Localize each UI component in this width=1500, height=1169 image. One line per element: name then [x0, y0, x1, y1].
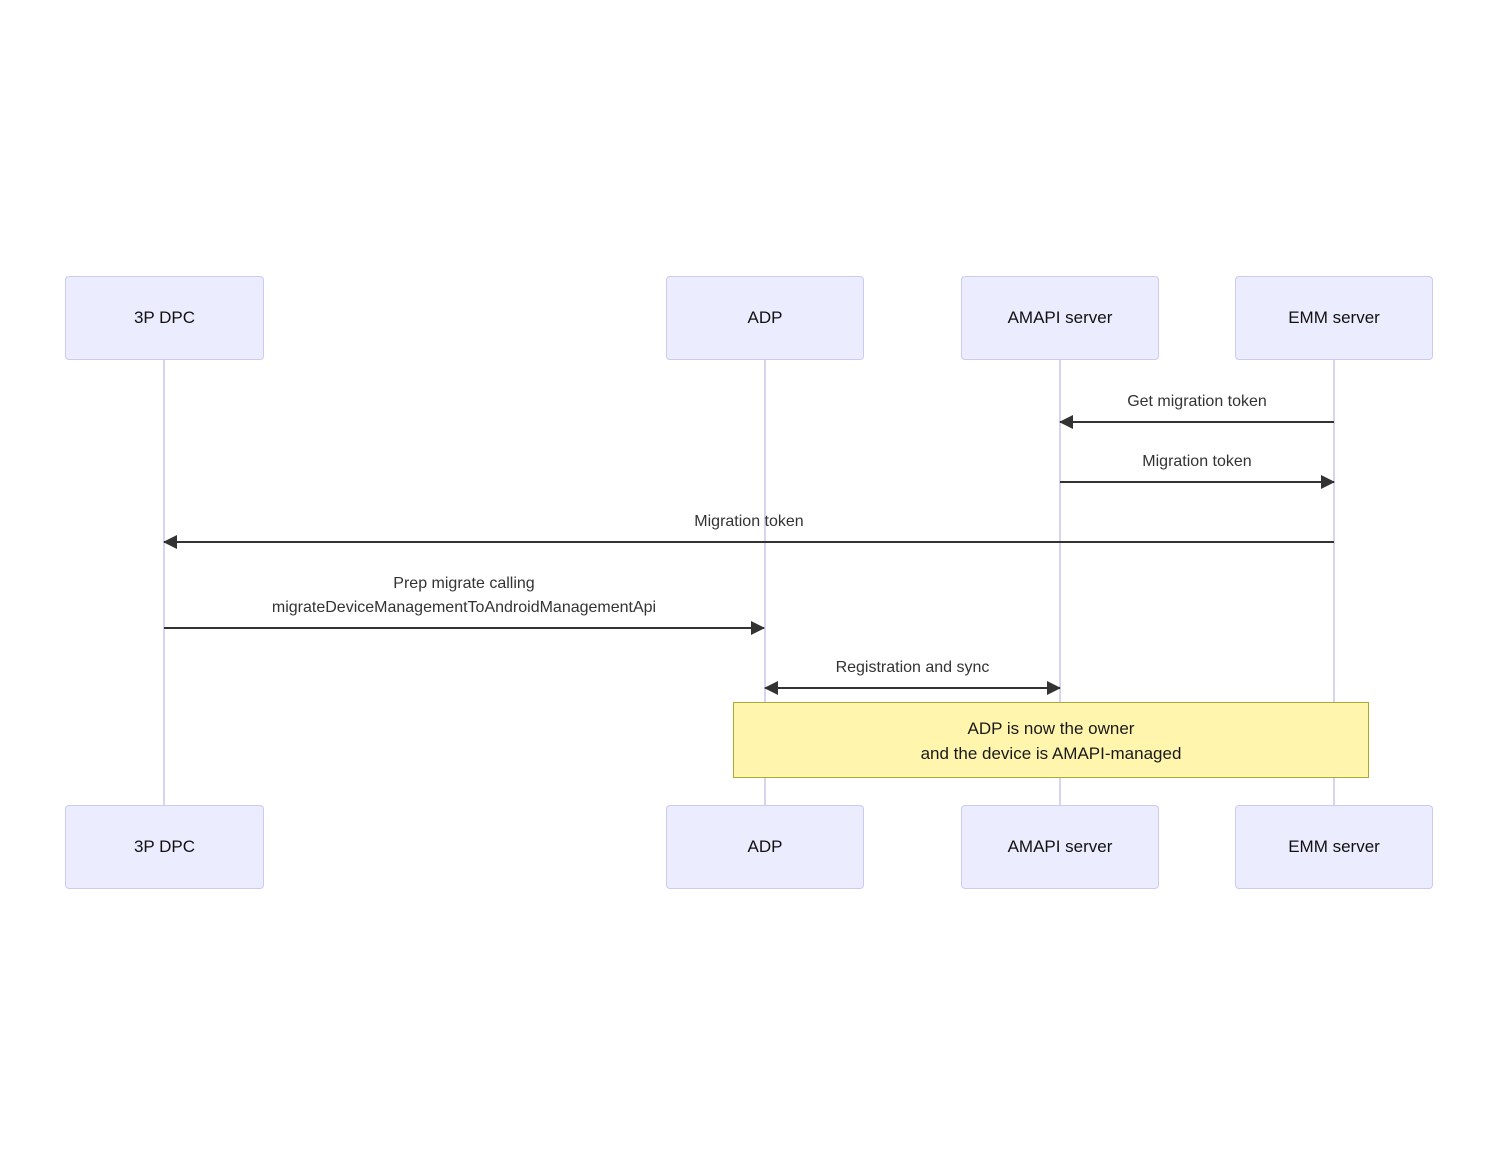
actor-box-emm-server-top: EMM server: [1235, 276, 1433, 360]
actor-label: AMAPI server: [1007, 837, 1113, 856]
message-arrow-registration-and-sync: [764, 681, 1061, 695]
actor-label: AMAPI server: [1007, 308, 1113, 327]
actor-box-amapi-server-top: AMAPI server: [961, 276, 1159, 360]
message-label-registration-and-sync: Registration and sync: [835, 659, 990, 676]
actor-box-emm-server-bottom: EMM server: [1235, 805, 1433, 889]
actor-label: ADP: [747, 308, 783, 327]
note-line1: ADP is now the owner: [967, 719, 1135, 738]
actor-label: EMM server: [1288, 837, 1380, 856]
lifeline-amapi-server: [1059, 360, 1061, 805]
message-arrow-get-migration-token: [1059, 415, 1334, 429]
arrowhead-left-icon: [163, 535, 177, 549]
message-label-migration-token-to-dpc: Migration token: [694, 513, 804, 530]
message-label-migration-token-to-emm: Migration token: [1142, 453, 1252, 470]
actor-box-adp-bottom: ADP: [666, 805, 864, 889]
message-label-line2: migrateDeviceManagementToAndroidManageme…: [271, 599, 657, 616]
actor-box-3p-dpc-bottom: 3P DPC: [65, 805, 264, 889]
actor-box-amapi-server-bottom: AMAPI server: [961, 805, 1159, 889]
actor-label: EMM server: [1288, 308, 1380, 327]
arrowhead-right-icon: [1321, 475, 1335, 489]
lifeline-3p-dpc: [163, 360, 165, 805]
message-label-get-migration-token: Get migration token: [1127, 393, 1267, 410]
note-box: ADP is now the owner and the device is A…: [733, 702, 1369, 778]
lifeline-emm-server: [1333, 360, 1335, 805]
arrowhead-left-icon: [764, 681, 778, 695]
actor-box-adp-top: ADP: [666, 276, 864, 360]
actor-label: 3P DPC: [133, 837, 196, 856]
note-line2: and the device is AMAPI-managed: [920, 744, 1182, 763]
actor-box-3p-dpc-top: 3P DPC: [65, 276, 264, 360]
actor-label: 3P DPC: [133, 308, 196, 327]
message-arrow-migration-token-to-dpc: [163, 535, 1334, 549]
arrowhead-left-icon: [1059, 415, 1073, 429]
message-arrow-migration-token-to-emm: [1060, 475, 1335, 489]
lifeline-adp: [764, 360, 766, 805]
arrowhead-right-icon: [1047, 681, 1061, 695]
message-arrow-prep-migrate: [164, 621, 765, 635]
actor-label: ADP: [747, 837, 783, 856]
message-label-line1: Prep migrate calling: [393, 575, 535, 592]
message-label-prep-migrate: Prep migrate calling migrateDeviceManage…: [164, 572, 764, 620]
arrowhead-right-icon: [751, 621, 765, 635]
